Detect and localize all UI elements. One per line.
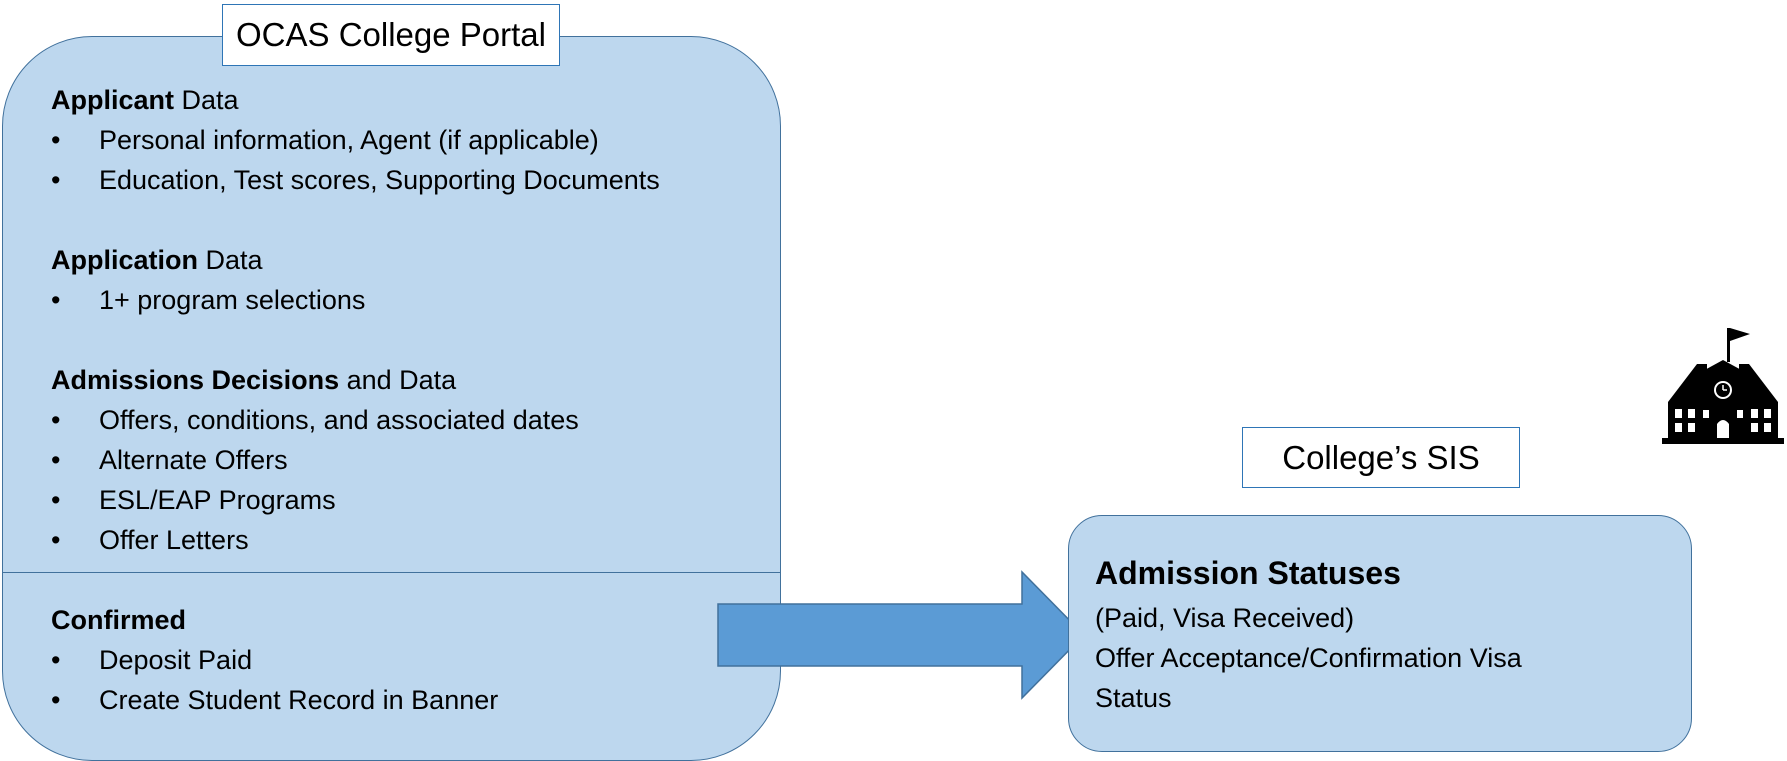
school-building-icon — [1662, 328, 1784, 444]
bullet-item: Personal information, Agent (if applicab… — [51, 120, 751, 160]
section-heading-bold: Applicant — [51, 85, 175, 115]
bullet-item: Education, Test scores, Supporting Docum… — [51, 160, 751, 200]
sis-line: Offer Acceptance/Confirmation Visa — [1095, 643, 1522, 673]
sis-title: College’s SIS — [1242, 427, 1520, 488]
section-heading-bold: Admissions Decisions — [51, 365, 340, 395]
section-heading-bold: Confirmed — [51, 605, 186, 635]
bullet-item: Create Student Record in Banner — [51, 680, 751, 720]
portal-title: OCAS College Portal — [222, 4, 560, 66]
section-heading-bold: Application — [51, 245, 198, 275]
section-heading: Confirmed — [51, 600, 751, 640]
college-sis-box — [1068, 515, 1692, 752]
bullet-list: Personal information, Agent (if applicab… — [51, 120, 751, 200]
bullet-item: Offer Letters — [51, 520, 751, 560]
section-heading-rest: Data — [198, 245, 263, 275]
section-heading: Applicant Data — [51, 80, 751, 120]
bullet-item: 1+ program selections — [51, 280, 751, 320]
bullet-item: Alternate Offers — [51, 440, 751, 480]
section-confirmed: Confirmed Deposit Paid Create Student Re… — [51, 600, 751, 720]
sis-heading: Admission Statuses — [1095, 555, 1401, 591]
bullet-list: Deposit Paid Create Student Record in Ba… — [51, 640, 751, 720]
section-heading-rest: Data — [174, 85, 239, 115]
bullet-item: Deposit Paid — [51, 640, 751, 680]
sis-line: Status — [1095, 683, 1172, 713]
section-heading: Application Data — [51, 240, 751, 280]
section-applicant-data: Applicant Data Personal information, Age… — [51, 80, 751, 200]
section-heading: Admissions Decisions and Data — [51, 360, 751, 400]
portal-content: Applicant Data Personal information, Age… — [51, 80, 751, 760]
bullet-list: Offers, conditions, and associated dates… — [51, 400, 751, 560]
right-arrow-icon — [717, 570, 1086, 700]
section-application-data: Application Data 1+ program selections — [51, 240, 751, 320]
bullet-list: 1+ program selections — [51, 280, 751, 320]
portal-divider — [2, 572, 781, 573]
section-admissions-decisions: Admissions Decisions and Data Offers, co… — [51, 360, 751, 560]
sis-content: Admission Statuses (Paid, Visa Received)… — [1095, 550, 1635, 718]
sis-line: (Paid, Visa Received) — [1095, 603, 1355, 633]
bullet-item: Offers, conditions, and associated dates — [51, 400, 751, 440]
bullet-item: ESL/EAP Programs — [51, 480, 751, 520]
section-heading-rest: and Data — [339, 365, 457, 395]
